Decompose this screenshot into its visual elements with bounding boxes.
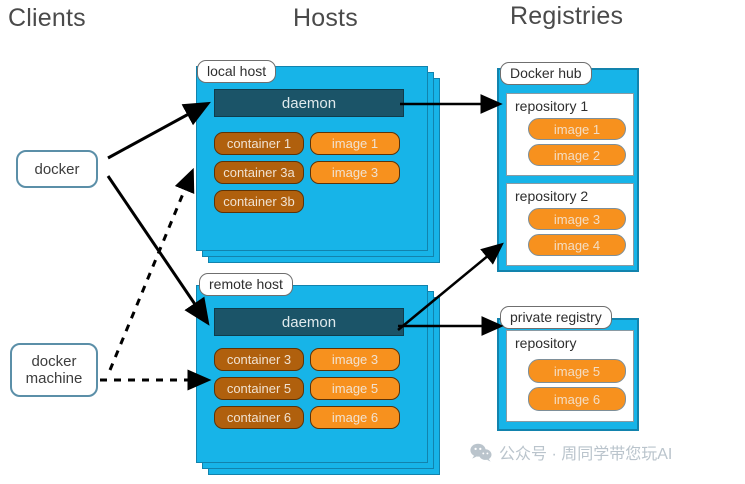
column-title-hosts: Hosts [293,4,358,32]
registry-docker-hub-label: Docker hub [500,62,592,85]
local-container-3a-label: container 3a [223,165,295,180]
host-remote-host-label: remote host [199,273,293,296]
remote-image-3[interactable]: image 3 [310,348,400,371]
local-container-3b-label: container 3b [223,194,295,209]
hub-repo2-image-3-label: image 3 [553,211,601,227]
remote-daemon[interactable]: daemon [214,308,404,336]
hub-repo1-image-1[interactable]: image 1 [528,118,626,140]
remote-image-6[interactable]: image 6 [310,406,400,429]
private-repo-image-6[interactable]: image 6 [528,387,626,411]
local-container-1-label: container 1 [226,136,292,151]
remote-image-5-label: image 5 [331,381,379,396]
wechat-icon [470,443,492,462]
hub-repo1-image-2[interactable]: image 2 [528,144,626,166]
host-local-host-label: local host [197,60,277,83]
host-remote-host[interactable]: daemon container 3 container 5 container… [196,285,446,480]
remote-image-3-label: image 3 [331,352,379,367]
arrow-machine-to-local-host [108,167,195,371]
watermark: 公众号 · 周同学带您玩AI [470,440,672,464]
local-container-3b[interactable]: container 3b [214,190,304,213]
hub-repo1-image-1-label: image 1 [553,121,601,137]
remote-container-3-label: container 3 [226,352,292,367]
hub-repo2-image-4-label: image 4 [553,237,601,253]
local-container-1[interactable]: container 1 [214,132,304,155]
local-container-3a[interactable]: container 3a [214,161,304,184]
registry-private-registry[interactable]: repository image 5 image 6 [497,318,639,431]
local-daemon-label: daemon [281,94,337,112]
host-local-body: daemon container 1 container 3a containe… [196,66,428,251]
client-docker-machine-label: docker machine [25,353,83,387]
arrow-docker-to-remote-daemon [106,175,210,326]
remote-image-6-label: image 6 [331,410,379,425]
column-title-registries: Registries [510,2,624,30]
repository-1[interactable]: repository 1 image 1 image 2 [506,93,634,176]
repository-2[interactable]: repository 2 image 3 image 4 [506,183,634,266]
local-image-3-label: image 3 [331,165,379,180]
registry-private-registry-label: private registry [500,306,612,329]
hub-repo1-image-2-label: image 2 [553,147,601,163]
repository-2-title: repository 2 [515,188,589,204]
host-remote-body: daemon container 3 container 5 container… [196,285,428,463]
private-repo-image-6-label: image 6 [553,391,601,407]
private-repository-title: repository [515,335,577,351]
local-image-1[interactable]: image 1 [310,132,400,155]
local-image-1-label: image 1 [331,136,379,151]
remote-image-5[interactable]: image 5 [310,377,400,400]
hub-repo2-image-3[interactable]: image 3 [528,208,626,230]
local-image-3[interactable]: image 3 [310,161,400,184]
client-docker-label: docker [34,160,80,178]
repository-1-title: repository 1 [515,98,589,114]
remote-container-6[interactable]: container 6 [214,406,304,429]
private-repo-image-5-label: image 5 [553,363,601,379]
hub-repo2-image-4[interactable]: image 4 [528,234,626,256]
arrow-docker-to-local-daemon [107,101,211,160]
column-title-clients: Clients [8,4,86,32]
private-repository[interactable]: repository image 5 image 6 [506,330,634,422]
remote-daemon-label: daemon [281,313,337,331]
private-repo-image-5[interactable]: image 5 [528,359,626,383]
remote-container-5[interactable]: container 5 [214,377,304,400]
local-daemon[interactable]: daemon [214,89,404,117]
watermark-text: 公众号 · 周同学带您玩AI [499,446,673,463]
remote-container-5-label: container 5 [226,381,292,396]
remote-container-3[interactable]: container 3 [214,348,304,371]
host-local-host[interactable]: daemon container 1 container 3a containe… [196,66,446,266]
client-docker[interactable]: docker [16,150,98,188]
registry-docker-hub[interactable]: repository 1 image 1 image 2 repository … [497,68,639,272]
client-docker-machine[interactable]: docker machine [10,343,98,397]
remote-container-6-label: container 6 [226,410,292,425]
